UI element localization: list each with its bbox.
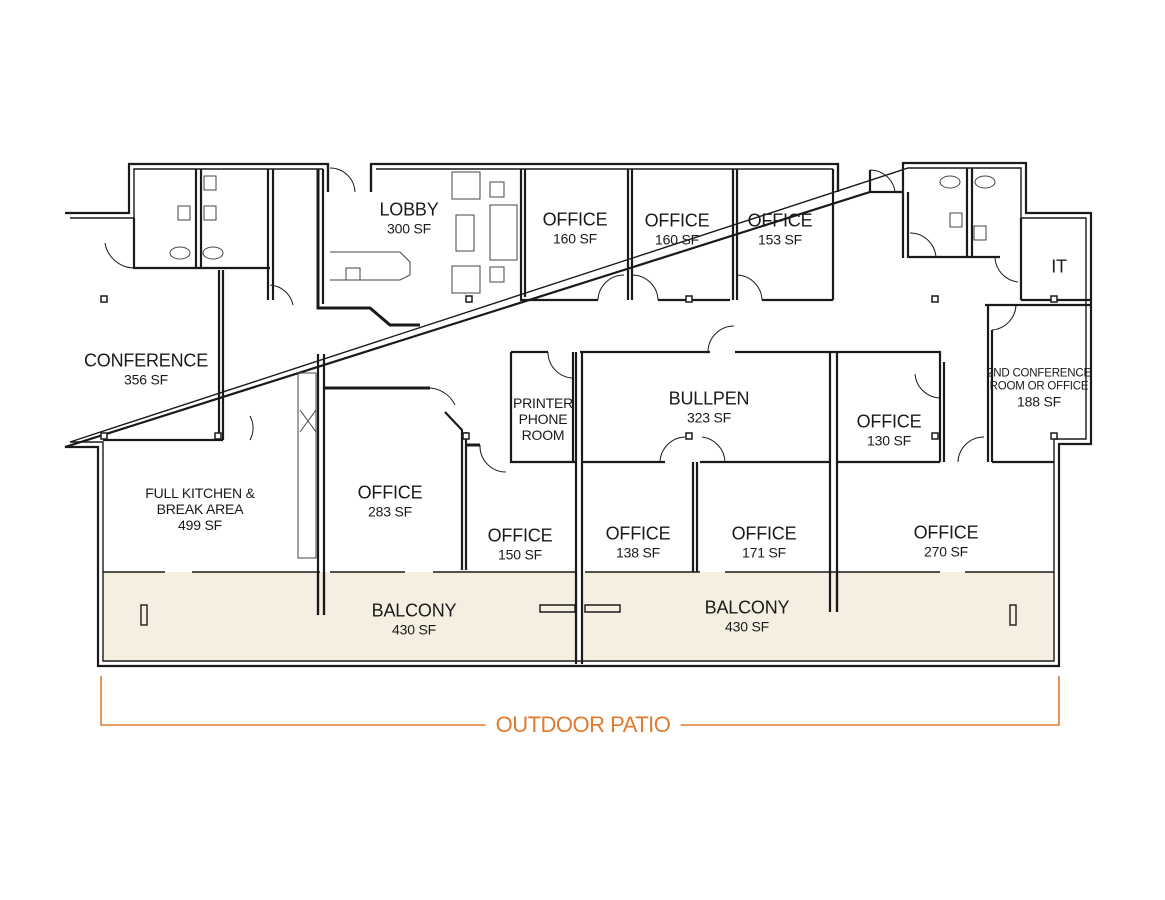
room-name-line: ROOM [521,427,565,444]
room-name: OFFICE [644,210,710,231]
room-area: 430 SF [725,618,769,635]
room-area: 160 SF [553,230,597,247]
room-name-line: FULL KITCHEN & [145,484,255,501]
room-office-130: OFFICE 130 SF [857,412,922,449]
room-area: 283 SF [368,503,412,520]
room-office-171: OFFICE 171 SF [732,524,797,561]
room-name: OFFICE [913,522,979,543]
room-office-270: OFFICE 270 SF [914,523,979,560]
room-office-150: OFFICE 150 SF [488,526,553,563]
room-name: IT [1051,256,1067,277]
room-area: 270 SF [924,543,968,560]
room-name: OFFICE [605,523,671,544]
room-area: 171 SF [742,544,786,561]
room-area: 356 SF [124,371,168,388]
room-it: IT [1051,257,1067,278]
room-office-138: OFFICE 138 SF [606,524,671,561]
room-kitchen: FULL KITCHEN & BREAK AREA 499 SF [145,484,255,534]
room-name-line: BREAK AREA [156,500,244,517]
room-office-160-b: OFFICE 160 SF [645,211,710,248]
room-name: OFFICE [357,482,423,503]
room-name: OFFICE [542,209,608,230]
room-name: BULLPEN [668,388,750,409]
room-name: CONFERENCE [83,350,209,371]
room-name-line: PHONE [518,410,568,427]
room-printer-phone: PRINTER PHONE ROOM [513,395,573,443]
balcony-fill-right [583,572,1055,661]
room-name-line: ROOM OR OFFICE [989,380,1089,393]
room-lobby: LOBBY 300 SF [379,200,438,237]
room-name-line: PRINTER [512,394,574,411]
outdoor-patio-label: OUTDOOR PATIO [485,712,681,738]
room-name: OFFICE [747,210,813,231]
room-area: 153 SF [758,231,802,248]
room-name: BALCONY [371,600,457,621]
room-area: 150 SF [498,546,542,563]
balcony-fill-left [103,572,578,661]
room-name: BALCONY [704,597,790,618]
room-name: OFFICE [487,525,553,546]
room-area: 188 SF [1017,394,1061,411]
room-area: 499 SF [178,517,222,534]
room-name: LOBBY [379,199,439,220]
room-area: 323 SF [687,409,731,426]
room-name-line: 2ND CONFERENCE [987,367,1091,380]
room-name: OFFICE [731,523,797,544]
room-balcony-left: BALCONY 430 SF [372,601,457,638]
room-2nd-conference: 2ND CONFERENCE ROOM OR OFFICE 188 SF [987,368,1091,411]
room-area: 300 SF [387,220,431,237]
room-area: 138 SF [616,544,660,561]
room-area: 430 SF [392,621,436,638]
room-area: 130 SF [867,432,911,449]
room-name: OFFICE [856,411,922,432]
room-bullpen: BULLPEN 323 SF [669,389,750,426]
room-office-160-a: OFFICE 160 SF [543,210,608,247]
room-area: 160 SF [655,231,699,248]
room-conference: CONFERENCE 356 SF [84,351,208,388]
room-balcony-right: BALCONY 430 SF [705,598,790,635]
room-office-153: OFFICE 153 SF [748,211,813,248]
room-office-283: OFFICE 283 SF [358,483,423,520]
